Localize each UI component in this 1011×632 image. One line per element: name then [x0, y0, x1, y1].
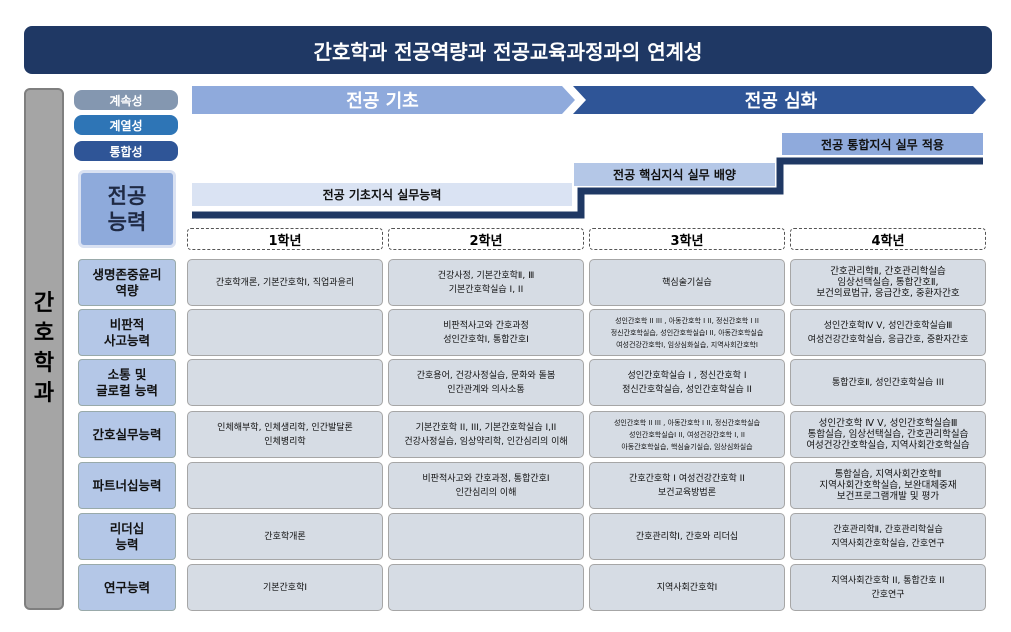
phase-basic-label: 전공 기초	[346, 91, 419, 112]
phase-arrow-basic	[192, 86, 575, 114]
course-cell	[187, 462, 383, 509]
course-cell	[187, 309, 383, 356]
course-cell: 기본간호학Ⅰ	[187, 564, 383, 611]
course-cell: 통합간호Ⅱ, 성인간호학실습 III	[790, 359, 986, 406]
course-cell: 성인간호학 II III , 아동간호학 I II, 정신간호학실습 성인간호학…	[589, 411, 785, 458]
course-cell: 간호관리학Ⅰ, 간호와 리더십	[589, 513, 785, 560]
course-cell: 성인간호학 II III , 아동간호학 I II, 정신간호학 I II 정신…	[589, 309, 785, 356]
legend-integration: 통합성	[74, 141, 178, 161]
step-integrated: 전공 통합지식 실무 적용	[782, 133, 983, 155]
competency-row-label: 연구능력	[78, 564, 176, 611]
course-cell: 건강사정, 기본간호학Ⅱ, Ⅲ 기본간호학실습 I, II	[388, 259, 584, 306]
course-cell: 간호관리학Ⅱ, 간호관리학실습 지역사회간호학실습, 간호연구	[790, 513, 986, 560]
legend-continuity: 계속성	[74, 90, 178, 110]
dept-char: 호	[33, 321, 55, 346]
step-core: 전공 핵심지식 실무 배양	[574, 163, 775, 186]
course-cell: 간호학개론	[187, 513, 383, 560]
course-cell: 지역사회간호학Ⅰ	[589, 564, 785, 611]
course-cell	[388, 564, 584, 611]
course-cell: 비판적사고와 간호과정 성인간호학Ⅰ, 통합간호Ⅰ	[388, 309, 584, 356]
course-cell: 성인간호학실습 I , 정신간호학 I 정신간호학실습, 성인간호학실습 II	[589, 359, 785, 406]
course-cell: 간호관리학Ⅱ, 간호관리학실습 임상선택실습, 통합간호Ⅱ, 보건의료법규, 응…	[790, 259, 986, 306]
legend-sequence: 계열성	[74, 115, 178, 135]
year-4-header: 4학년	[790, 228, 986, 250]
course-cell: 간호학개론, 기본간호학Ⅰ, 직업과윤리	[187, 259, 383, 306]
course-cell: 간호간호학 I 여성건강간호학 II 보건교육방법론	[589, 462, 785, 509]
competency-row-label: 소통 및 글로컬 능력	[78, 359, 176, 406]
competency-header: 전공 능력	[78, 170, 176, 248]
dept-char: 학	[33, 351, 55, 376]
year-3-header: 3학년	[589, 228, 785, 250]
course-cell: 기본간호학 II, III, 기본간호학실습 I,II 건강사정실습, 임상약리…	[388, 411, 584, 458]
course-cell	[187, 359, 383, 406]
competency-row-label: 리더십 능력	[78, 513, 176, 560]
phase-diagram	[192, 86, 986, 219]
competency-row-label: 비판적 사고능력	[78, 309, 176, 356]
dept-char: 과	[33, 381, 55, 406]
course-cell: 지역사회간호학 II, 통합간호 II 간호연구	[790, 564, 986, 611]
staircase-line	[192, 157, 983, 219]
competency-row-label: 파트너십능력	[78, 462, 176, 509]
dept-char: 간	[33, 291, 55, 316]
course-cell: 성인간호학Ⅳ V, 성인간호학실습Ⅲ 여성건강간호학실습, 응급간호, 중환자간…	[790, 309, 986, 356]
year-2-header: 2학년	[388, 228, 584, 250]
competency-row-label: 간호실무능력	[78, 411, 176, 458]
year-1-header: 1학년	[187, 228, 383, 250]
phase-advanced-label: 전공 심화	[744, 91, 818, 112]
course-cell: 비판적사고와 간호과정, 통합간호Ⅰ 인간심리의 이해	[388, 462, 584, 509]
department-label: 간 호 학 과	[24, 88, 64, 610]
phase-arrow-advanced	[573, 86, 986, 114]
course-cell: 인체해부학, 인체생리학, 인간발달론 인체병리학	[187, 411, 383, 458]
course-cell	[388, 513, 584, 560]
step-basic: 전공 기초지식 실무능력	[192, 183, 572, 206]
page-title: 간호학과 전공역량과 전공교육과정과의 연계성	[24, 26, 992, 74]
competency-row-label: 생명존중윤리 역량	[78, 259, 176, 306]
course-cell: 성인간호학 Ⅳ V, 성인간호학실습Ⅲ 통합실습, 임상선택실습, 간호관리학실…	[790, 411, 986, 458]
course-cell: 간호용어, 건강사정실습, 문화와 돌봄 인간관계와 의사소통	[388, 359, 584, 406]
course-cell: 통합실습, 지역사회간호학Ⅱ 지역사회간호학실습, 보완대체중재 보건프로그램개…	[790, 462, 986, 509]
course-cell: 핵심술기실습	[589, 259, 785, 306]
